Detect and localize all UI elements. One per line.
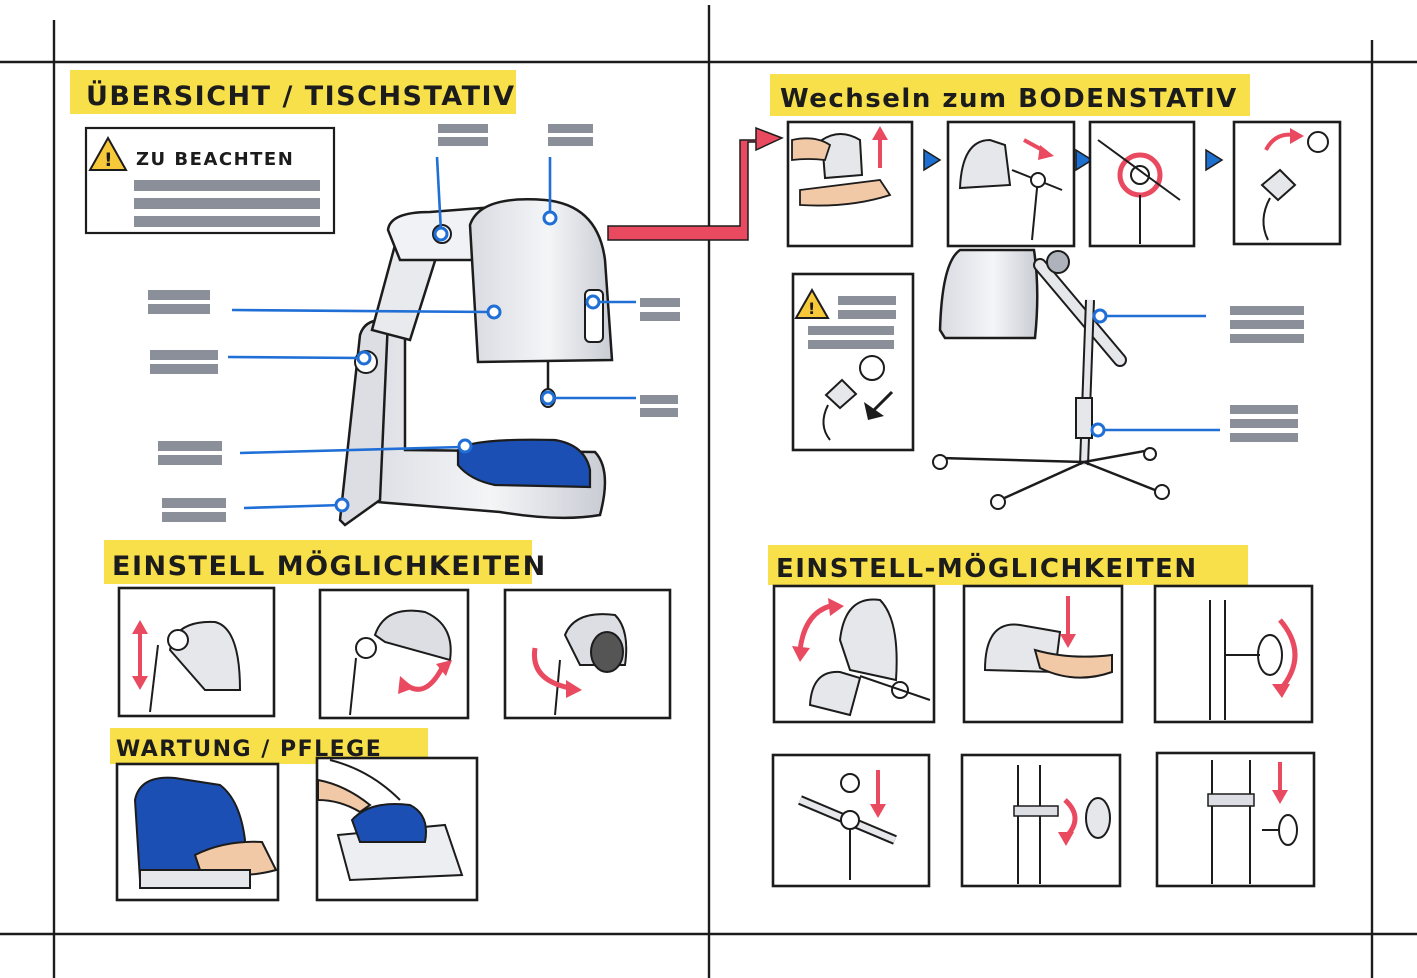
caution-panel-right: !: [791, 272, 915, 452]
plug-icon: [822, 355, 885, 441]
adjust-panel: [503, 588, 672, 720]
adjust-heading-right-text: EINSTELL-MÖGLICHKEITEN: [776, 551, 1198, 584]
step-arrow-icon: [1205, 148, 1224, 172]
step-arrow-icon: [1075, 148, 1094, 172]
caution-box: ! ZU BEACHTEN: [84, 126, 336, 235]
adjust-heading-right: EINSTELL-MÖGLICHKEITEN: [768, 545, 1248, 585]
callout-label-bars: [148, 124, 680, 522]
arrow-right-icon: [607, 126, 784, 241]
overview-heading-text: ÜBERSICHT / TISCHSTATIV: [86, 79, 515, 112]
maintenance-panel: [115, 762, 280, 902]
step-panel: [786, 120, 914, 248]
change-heading: Wechseln zum BODENSTATIV: [770, 74, 1250, 116]
adjust-panel: [1155, 751, 1316, 888]
adjust-panel: [772, 584, 936, 724]
adjust-heading-left-text: EINSTELL MÖGLICHKEITEN: [112, 549, 547, 582]
page-frame: [0, 5, 1417, 978]
svg-text:!: !: [808, 299, 815, 318]
callout-dots: [334, 210, 601, 513]
warning-icon: !: [88, 135, 128, 171]
step-panel: [946, 120, 1076, 248]
rotate-arrow-icon: [1278, 618, 1298, 692]
step-panel: [1232, 120, 1342, 246]
rotate-arrow-icon: [531, 647, 571, 691]
adjust-panel: [962, 584, 1124, 724]
callout-lines: [227, 156, 636, 510]
overview-heading: ÜBERSICHT / TISCHSTATIV: [70, 70, 516, 114]
step-panel: [1088, 120, 1196, 248]
adjust-panel: [318, 588, 470, 720]
adjust-panel: [1153, 584, 1314, 724]
placeholder-bar: [134, 216, 320, 227]
callout-lines-right: [1098, 314, 1220, 432]
warning-icon: !: [794, 287, 830, 319]
adjust-panel: [960, 753, 1122, 888]
adjust-panel: [117, 586, 276, 718]
placeholder-bar: [134, 180, 320, 191]
adjust-heading-left: EINSTELL MÖGLICHKEITEN: [104, 540, 547, 584]
change-heading-text: Wechseln zum BODENSTATIV: [780, 84, 1238, 114]
svg-text:!: !: [104, 149, 113, 171]
table-stand-device: [338, 198, 614, 527]
adjust-panel: [771, 753, 931, 888]
step-arrow-icon: [923, 148, 942, 172]
floor-stand-device: [932, 248, 1170, 510]
callout-label-bars-right: [1230, 306, 1304, 442]
caution-box-label: ZU BEACHTEN: [136, 149, 294, 170]
maintenance-panel: [315, 756, 479, 902]
placeholder-bar: [134, 198, 320, 209]
plug-icon: [1260, 131, 1329, 241]
callout-dots-right: [1090, 308, 1108, 438]
